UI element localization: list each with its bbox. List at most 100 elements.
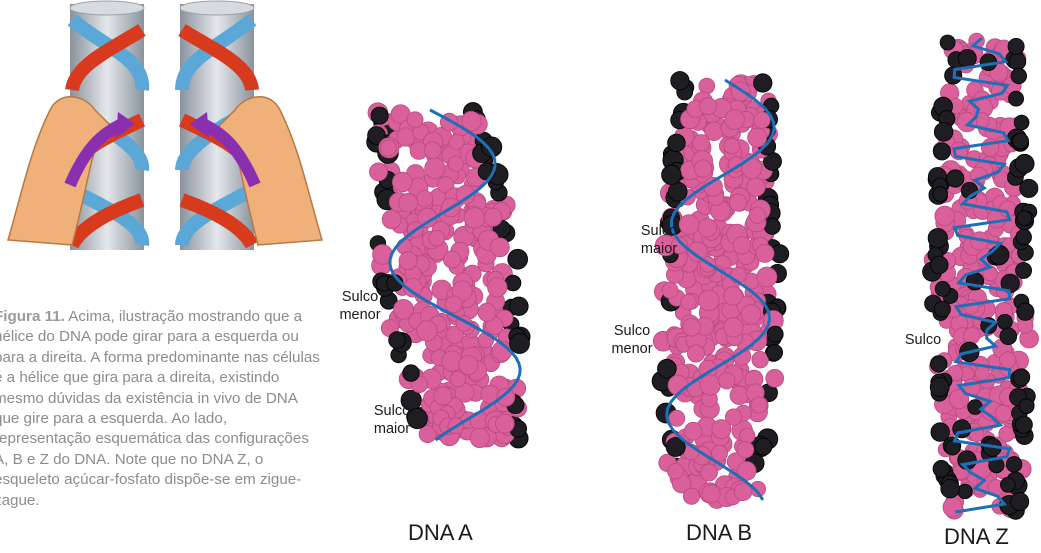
atom <box>1015 154 1034 173</box>
atom <box>958 49 976 67</box>
atom <box>724 318 743 337</box>
atom <box>730 386 749 405</box>
atom <box>764 218 780 234</box>
dna-b-label-minor-groove: Sulco menor <box>600 322 664 358</box>
atom <box>754 112 770 128</box>
atom <box>940 35 955 50</box>
atom <box>724 138 740 154</box>
atom <box>658 359 677 378</box>
atom <box>389 332 406 349</box>
dna-b-model <box>652 72 789 509</box>
atom <box>505 275 521 291</box>
atom <box>941 479 960 498</box>
dna-b-title: DNA B <box>686 520 752 546</box>
atom <box>1015 416 1032 433</box>
atom <box>928 229 947 248</box>
atom <box>683 488 699 504</box>
atom <box>488 278 507 297</box>
atom <box>382 210 401 229</box>
atom <box>934 301 950 317</box>
atom <box>748 128 767 147</box>
atom <box>448 156 463 171</box>
atom <box>429 230 445 246</box>
atom <box>1006 457 1022 473</box>
atom <box>712 445 728 461</box>
atom <box>508 249 528 269</box>
atom <box>930 356 947 373</box>
atom <box>990 245 1009 264</box>
atom <box>943 498 962 517</box>
atom <box>1016 263 1032 279</box>
atom <box>491 238 510 257</box>
atom <box>737 442 753 458</box>
atom <box>1020 179 1038 197</box>
atom <box>510 334 530 354</box>
atom <box>933 460 950 477</box>
atom <box>478 303 496 321</box>
atom <box>934 123 953 142</box>
atom <box>1009 53 1026 70</box>
atom <box>931 256 949 274</box>
atom <box>668 134 686 152</box>
atom <box>1011 68 1027 84</box>
atom <box>766 369 784 387</box>
atom <box>725 110 745 130</box>
atom <box>495 414 514 433</box>
atom <box>958 484 973 499</box>
atom <box>968 400 983 415</box>
atom <box>933 143 950 160</box>
atom <box>417 321 437 341</box>
dna-z-label-groove: Sulco <box>898 331 948 349</box>
dna-a-label-minor-groove: Sulco menor <box>328 288 392 324</box>
atom <box>683 318 701 336</box>
atom <box>434 387 452 405</box>
atom <box>671 72 689 90</box>
atom <box>668 182 687 201</box>
atom <box>767 345 783 361</box>
dna-a-model <box>367 103 530 449</box>
atom <box>719 373 735 389</box>
atom <box>394 299 414 319</box>
atom <box>701 464 718 481</box>
atom <box>970 167 987 184</box>
atom <box>1013 369 1030 386</box>
atom <box>699 290 720 311</box>
atom <box>370 163 388 181</box>
atom <box>700 375 720 395</box>
atom <box>669 410 685 426</box>
atom <box>931 423 950 442</box>
atom <box>767 326 783 342</box>
atom <box>733 237 751 255</box>
atom <box>381 140 397 156</box>
atom <box>751 397 767 413</box>
atom <box>425 158 445 178</box>
atom <box>684 422 702 440</box>
atom <box>747 178 766 197</box>
atom <box>459 355 478 374</box>
atom <box>757 267 777 287</box>
atom <box>687 345 704 362</box>
atom <box>424 142 441 159</box>
atom <box>1000 328 1017 345</box>
atom <box>957 112 977 132</box>
atom <box>712 420 731 439</box>
atom <box>662 165 681 184</box>
atom <box>964 300 979 315</box>
atom <box>999 426 1014 441</box>
atom <box>958 451 977 470</box>
atom <box>700 98 717 115</box>
atom <box>662 283 678 299</box>
atom <box>1009 91 1024 106</box>
atom <box>995 405 1011 421</box>
atom <box>1011 493 1029 511</box>
atom <box>1001 477 1016 492</box>
atom <box>702 485 720 503</box>
atom <box>752 351 769 368</box>
atom <box>698 219 717 238</box>
atom <box>1017 211 1032 226</box>
atom <box>399 252 417 270</box>
atom <box>464 208 485 229</box>
atom <box>1013 133 1029 149</box>
atom <box>450 371 465 386</box>
